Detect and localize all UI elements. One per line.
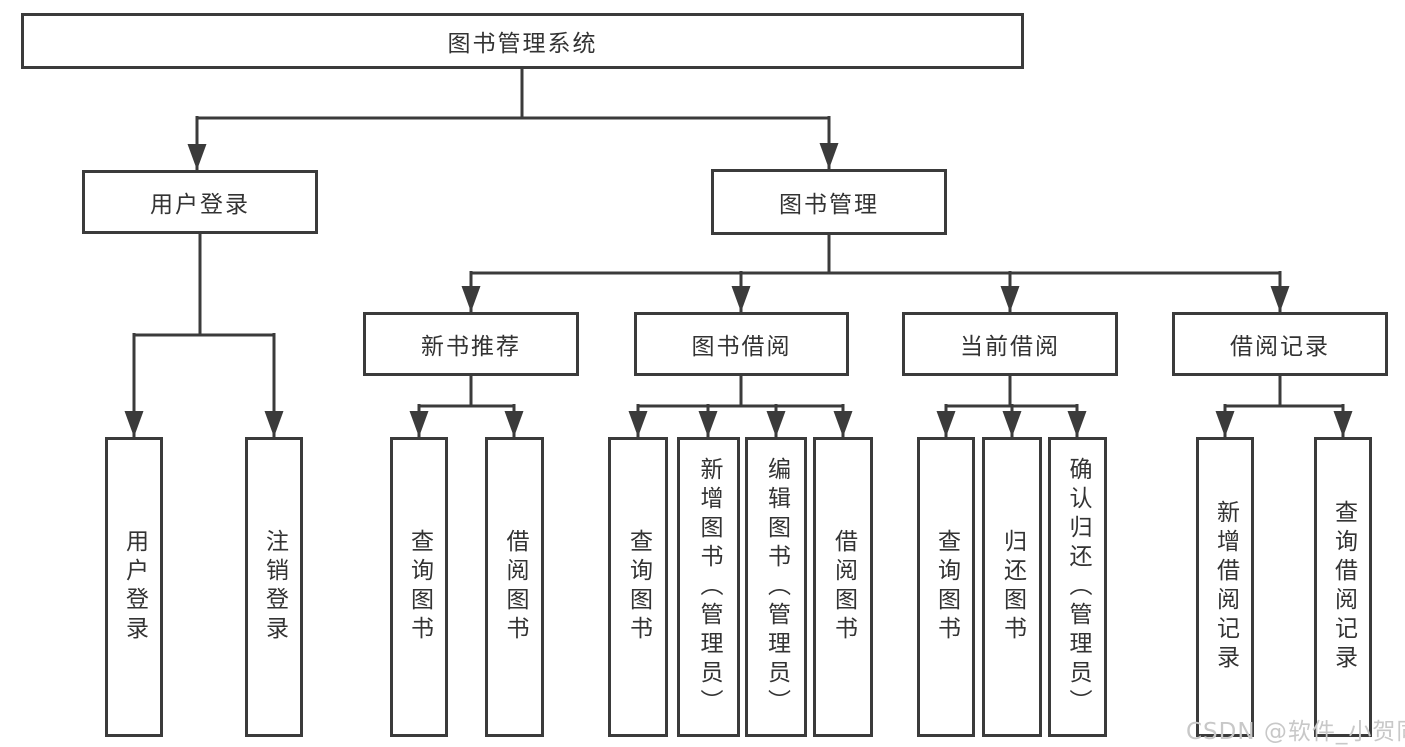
node-label: 确认归还（管理员） bbox=[1065, 456, 1091, 718]
node-label: 编辑图书（管理员） bbox=[763, 456, 790, 718]
node-current-borrowing: 当前借阅 bbox=[902, 312, 1118, 376]
node-confirm-return-admin: 确认归还（管理员） bbox=[1048, 437, 1107, 737]
node-label: 注销登录 bbox=[261, 529, 288, 645]
node-new-book-recommendation: 新书推荐 bbox=[363, 312, 579, 376]
node-label: 查询图书 bbox=[933, 529, 960, 645]
node-query-books-recommend: 查询图书 bbox=[390, 437, 448, 737]
node-return-books: 归还图书 bbox=[982, 437, 1042, 737]
node-label: 查询图书 bbox=[406, 529, 433, 645]
node-add-borrow-record: 新增借阅记录 bbox=[1196, 437, 1254, 737]
node-label: 用户登录 bbox=[150, 192, 250, 218]
node-label: 借阅图书 bbox=[830, 529, 857, 645]
node-logout: 注销登录 bbox=[245, 437, 303, 737]
node-query-borrow-record: 查询借阅记录 bbox=[1314, 437, 1372, 737]
node-borrowing-records: 借阅记录 bbox=[1172, 312, 1388, 376]
node-book-borrowing: 图书借阅 bbox=[634, 312, 849, 376]
node-label: 图书管理系统 bbox=[447, 31, 598, 57]
csdn-watermark: CSDN @软件_小贺同学 bbox=[1186, 719, 1405, 745]
node-label: 图书管理 bbox=[779, 192, 879, 218]
node-borrow-books-recommend: 借阅图书 bbox=[485, 437, 544, 737]
node-label: 归还图书 bbox=[999, 529, 1026, 645]
node-library-management-system: 图书管理系统 bbox=[21, 13, 1024, 69]
node-label: 新增图书（管理员） bbox=[696, 456, 722, 718]
node-user-login: 用户登录 bbox=[82, 170, 318, 234]
node-label: 借阅记录 bbox=[1230, 334, 1330, 360]
node-label: 查询图书 bbox=[625, 529, 652, 645]
node-label: 新增借阅记录 bbox=[1212, 500, 1239, 674]
node-edit-books-admin: 编辑图书（管理员） bbox=[745, 437, 807, 737]
node-borrow-books-borrowing: 借阅图书 bbox=[813, 437, 873, 737]
node-label: 借阅图书 bbox=[502, 529, 528, 645]
node-add-books-admin: 新增图书（管理员） bbox=[677, 437, 740, 737]
node-label: 用户登录 bbox=[121, 529, 148, 645]
node-book-management: 图书管理 bbox=[711, 169, 947, 235]
node-user-login-leaf: 用户登录 bbox=[105, 437, 163, 737]
node-label: 新书推荐 bbox=[421, 334, 521, 360]
node-label: 查询借阅记录 bbox=[1330, 500, 1357, 674]
node-query-books-borrowing: 查询图书 bbox=[608, 437, 668, 737]
node-query-books-current: 查询图书 bbox=[917, 437, 975, 737]
node-label: 当前借阅 bbox=[960, 334, 1060, 360]
node-label: 图书借阅 bbox=[691, 334, 792, 360]
